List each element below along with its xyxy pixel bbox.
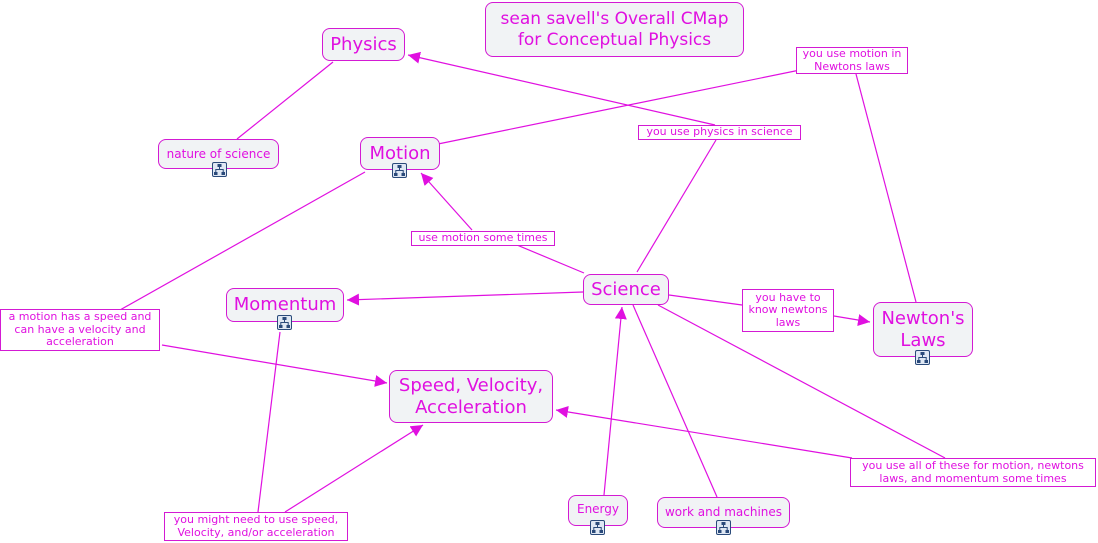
link-science-physics-phrase: [636, 139, 717, 273]
submap-icon[interactable]: [392, 163, 407, 178]
link-motion-speed-phrase: [119, 171, 366, 311]
link-phrase-newtons: [855, 73, 917, 303]
link-phrase-physics: [407, 51, 716, 126]
link-phrase-motion: [420, 172, 473, 231]
submap-icon[interactable]: [590, 520, 605, 535]
concept-momentum[interactable]: Momentum: [226, 288, 344, 322]
link-phrase-have-to-know-newtons-laws[interactable]: you have to know newtons laws: [742, 289, 834, 332]
link-physics-nature: [236, 61, 334, 140]
link-phrase-use-all-of-these[interactable]: you use all of these for motion, newtons…: [850, 458, 1096, 487]
map-title: sean savell's Overall CMap for Conceptua…: [485, 2, 744, 57]
link-science-momentum: [346, 291, 584, 306]
link-phrase-speed: [161, 344, 388, 387]
link-phrase-might-need-speed[interactable]: you might need to use speed, Velocity, a…: [164, 512, 348, 541]
link-motion-newtons-phrase: [437, 69, 801, 145]
concept-physics[interactable]: Physics: [322, 28, 405, 61]
submap-icon[interactable]: [212, 162, 227, 177]
concept-motion[interactable]: Motion: [360, 137, 440, 170]
link-science-all-phrase: [657, 304, 946, 459]
link-science-newtons-phrase: [668, 294, 743, 306]
link-phrase-use-physics-in-science[interactable]: you use physics in science: [638, 125, 801, 140]
submap-icon[interactable]: [277, 315, 292, 330]
submap-icon[interactable]: [716, 520, 731, 535]
link-phrase-motion-has-speed[interactable]: a motion has a speed and can have a velo…: [0, 309, 160, 351]
link-phrase-use-motion-some-times[interactable]: use motion some times: [411, 231, 555, 246]
link-phrase-speed-might: [284, 424, 424, 513]
link-phrase-newtons-laws: [833, 314, 871, 326]
link-phrase-use-motion-in-newtons-laws[interactable]: you use motion in Newtons laws: [796, 47, 908, 74]
concept-science[interactable]: Science: [583, 274, 669, 305]
submap-icon[interactable]: [915, 350, 930, 365]
link-momentum-might-phrase: [257, 331, 281, 513]
link-energy-science: [603, 306, 627, 496]
link-work-science: [632, 304, 718, 498]
concept-speed-velocity-acceleration[interactable]: Speed, Velocity, Acceleration: [389, 370, 553, 423]
concept-newtons-laws[interactable]: Newton's Laws: [873, 302, 973, 357]
link-phrase-speed-all: [555, 405, 853, 459]
